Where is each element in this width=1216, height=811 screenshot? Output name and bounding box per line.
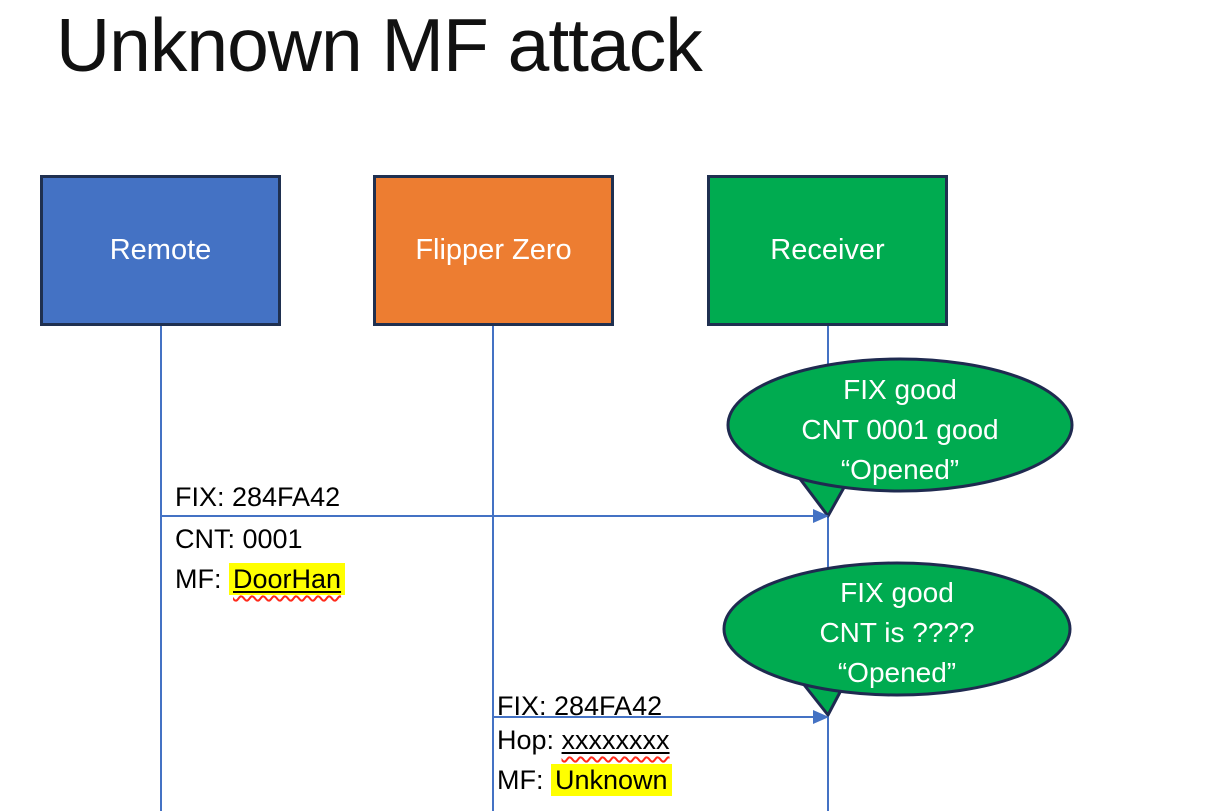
speech-bubble-2-text: FIX good CNT is ???? “Opened” — [724, 573, 1070, 693]
message-1-cnt: CNT: 0001 — [175, 524, 303, 554]
bubble-2-line-3: “Opened” — [837, 657, 957, 688]
actor-label-receiver: Receiver — [770, 234, 885, 266]
actor-label-remote: Remote — [109, 234, 212, 266]
actor-box-receiver: Receiver — [707, 175, 948, 326]
message-2-hop-value: xxxxxxxx — [561, 725, 670, 755]
message-2-mf: MF: Unknown — [497, 760, 672, 800]
message-2-mf-value: Unknown — [555, 765, 668, 795]
speech-bubble-1-fill — [730, 361, 1070, 489]
bubble-1-line-2: CNT 0001 good — [801, 414, 999, 445]
actor-label-flipper-zero: Flipper Zero — [415, 234, 572, 266]
message-1-mf-highlight: DoorHan — [229, 563, 346, 595]
message-1-fix: FIX: 284FA42 — [175, 482, 341, 512]
bubble-2-line-1: FIX good — [840, 577, 954, 608]
message-2-label-below: Hop: xxxxxxxx MF: Unknown — [497, 720, 672, 800]
message-2-hop-prefix: Hop: — [497, 725, 562, 755]
message-2-mf-prefix: MF: — [497, 765, 551, 795]
message-2-fix: FIX: 284FA42 — [497, 691, 663, 721]
message-2-hop: Hop: xxxxxxxx — [497, 720, 672, 760]
bubble-1-line-3: “Opened” — [840, 454, 960, 485]
speech-bubble-1-text: FIX good CNT 0001 good “Opened” — [728, 370, 1072, 490]
message-1-mf-value: DoorHan — [233, 564, 342, 594]
bubble-2-line-2: CNT is ???? — [819, 617, 975, 648]
message-2-label-above: FIX: 284FA42 — [497, 686, 662, 726]
actor-box-remote: Remote — [40, 175, 281, 326]
message-1-mf-prefix: MF: — [175, 564, 229, 594]
spellcheck-squiggle: DoorHan — [233, 564, 341, 594]
message-1-label-below: CNT: 0001 MF: DoorHan — [175, 519, 346, 599]
spellcheck-squiggle: xxxxxxxx — [562, 725, 670, 755]
actor-box-flipper-zero: Flipper Zero — [373, 175, 614, 326]
slide-title: Unknown MF attack — [56, 3, 703, 87]
message-1-arrowhead-icon — [813, 509, 829, 523]
message-1-mf: MF: DoorHan — [175, 559, 346, 599]
message-2-arrowhead-icon — [813, 710, 829, 724]
message-1-label-above: FIX: 284FA42 — [175, 477, 340, 517]
bubble-1-line-1: FIX good — [843, 374, 957, 405]
speech-bubble-2-fill — [726, 565, 1068, 693]
message-2-mf-highlight: Unknown — [551, 764, 672, 796]
